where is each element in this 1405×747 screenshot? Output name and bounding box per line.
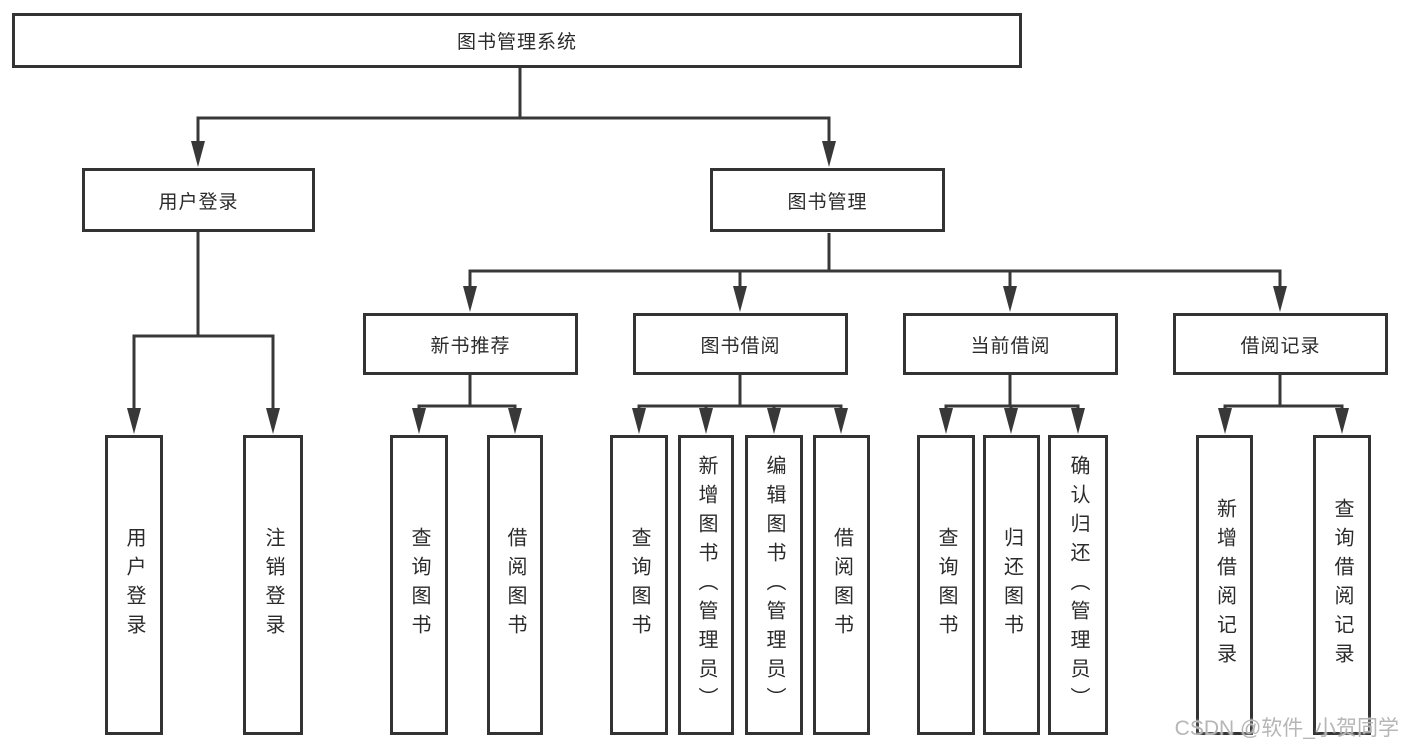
leaf-query-books-borrow: 查询图书: [610, 435, 668, 735]
leaf-label: 借阅图书: [830, 527, 853, 643]
node-label: 用户登录: [158, 191, 239, 213]
node-label: 图书管理: [787, 191, 868, 213]
leaf-borrow-books-recommend: 借阅图书: [487, 435, 543, 735]
leaf-label: 查询图书: [408, 527, 430, 643]
leaf-borrow-books: 借阅图书: [813, 435, 870, 735]
leaf-query-books-recommend: 查询图书: [390, 435, 448, 735]
node-user-login: 用户登录: [82, 168, 315, 232]
leaf-label: 查询图书: [628, 527, 650, 643]
leaf-return-books: 归还图书: [983, 435, 1040, 735]
node-label: 新书推荐: [430, 335, 511, 357]
leaf-query-borrow-record: 查询借阅记录: [1313, 435, 1371, 735]
leaf-label: 借阅图书: [504, 527, 526, 643]
leaf-add-borrow-record: 新增借阅记录: [1196, 435, 1253, 735]
leaf-edit-books-admin: 编辑图书（管理员）: [745, 435, 803, 735]
leaf-label: 归还图书: [1000, 527, 1023, 643]
leaf-label: 用户登录: [123, 527, 145, 643]
leaf-label: 新增借阅记录: [1213, 498, 1236, 672]
node-label: 图书管理系统: [456, 32, 577, 53]
node-new-book-recommend: 新书推荐: [363, 313, 578, 375]
node-book-management: 图书管理: [710, 168, 945, 232]
leaf-label: 查询借阅记录: [1331, 498, 1353, 672]
leaf-logout: 注销登录: [243, 435, 303, 735]
leaf-add-books-admin: 新增图书（管理员）: [678, 435, 734, 735]
node-book-borrow: 图书借阅: [633, 313, 848, 375]
node-label: 图书借阅: [700, 335, 781, 357]
leaf-label: 确认归还（管理员）: [1067, 454, 1089, 716]
leaf-label: 编辑图书（管理员）: [763, 454, 785, 716]
node-current-borrow: 当前借阅: [903, 313, 1118, 375]
leaf-user-login: 用户登录: [105, 435, 163, 735]
leaf-label: 注销登录: [262, 527, 284, 643]
leaf-label: 查询图书: [935, 527, 957, 643]
leaf-confirm-return-admin: 确认归还（管理员）: [1048, 435, 1108, 735]
node-root-system: 图书管理系统: [12, 13, 1022, 68]
node-borrow-records: 借阅记录: [1173, 313, 1388, 375]
csdn-watermark: CSDN @软件_小贺同学: [1174, 717, 1399, 740]
node-label: 当前借阅: [970, 335, 1051, 357]
leaf-label: 新增图书（管理员）: [695, 454, 717, 716]
arrowheads: [127, 141, 1349, 434]
node-label: 借阅记录: [1240, 335, 1321, 357]
leaf-query-books-current: 查询图书: [917, 435, 975, 735]
